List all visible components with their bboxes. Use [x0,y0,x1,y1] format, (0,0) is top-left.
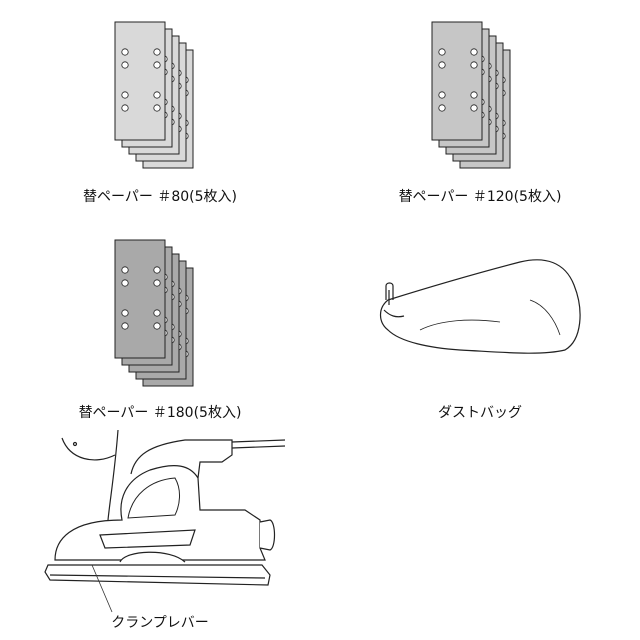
dust-hole [470,61,478,69]
dust-hole [438,48,446,56]
sandpaper-stack-80 [114,21,194,169]
dust-hole [153,61,161,69]
dust-hole [121,322,129,330]
dust-hole [438,91,446,99]
dust-hole [153,48,161,56]
dust-hole [153,104,161,112]
dust-hole [121,309,129,317]
dust-bag-illustration [379,259,581,354]
sandpaper-sheet [114,21,166,141]
dust-hole [121,91,129,99]
dust-hole [470,48,478,56]
sandpaper-sheet [431,21,483,141]
dust-hole [153,322,161,330]
dust-hole [121,48,129,56]
sandpaper-sheet [114,239,166,359]
item-label-120: 替ペーパー ＃120(5枚入) [398,189,562,205]
dust-hole [153,266,161,274]
dust-hole [153,91,161,99]
dust-hole [153,309,161,317]
dust-hole [470,91,478,99]
dust-hole [438,61,446,69]
dust-hole [121,61,129,69]
callout-label-clamp-lever: クランプレバー [111,615,209,631]
item-label-180: 替ペーパー ＃180(5枚入) [78,405,242,421]
item-label-80: 替ペーパー ＃80(5枚入) [83,189,237,205]
sandpaper-stack-120 [431,21,511,169]
sandpaper-stack-180 [114,239,194,387]
item-label-dust-bag: ダストバッグ [438,405,522,421]
dust-hole [153,279,161,287]
dust-hole [121,279,129,287]
dust-hole [121,104,129,112]
callout-leader-line [91,564,113,613]
dust-hole [121,266,129,274]
sander-illustration [44,429,286,586]
dust-hole [438,104,446,112]
dust-hole [470,104,478,112]
